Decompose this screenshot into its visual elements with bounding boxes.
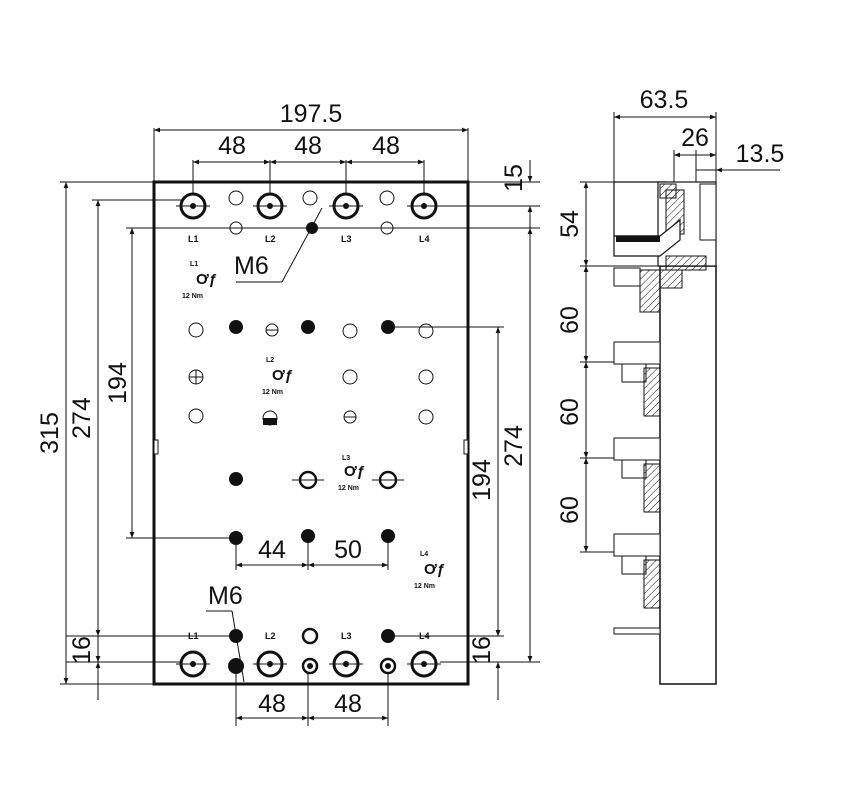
terminal-label-top-l3: L3 <box>341 234 352 244</box>
dim-bottom-right: 16 <box>468 636 496 664</box>
torque-symbol-4: L4 Ơƒ 12 Nm <box>414 551 445 590</box>
dim-rail-b: 13.5 <box>736 140 785 168</box>
dim-left-mount-height: 194 <box>104 362 132 404</box>
dim-side-height-3: 60 <box>556 398 584 426</box>
dim-side-height-1: 54 <box>556 210 584 238</box>
dim-pitch-3: 48 <box>372 132 400 160</box>
svg-text:12 Nm: 12 Nm <box>262 389 283 396</box>
svg-text:L3: L3 <box>342 455 350 462</box>
bottom-terminals <box>176 627 441 678</box>
dim-bottom-pitch-1: 48 <box>258 690 286 718</box>
dim-bottom-left: 16 <box>68 636 96 664</box>
svg-text:Ơƒ: Ơƒ <box>196 271 217 288</box>
svg-text:Ơƒ: Ơƒ <box>344 463 365 480</box>
terminal-label-top-l2: L2 <box>265 234 276 244</box>
dim-hole-spacing-2: 50 <box>334 536 362 564</box>
terminal-label-bottom-l4: L4 <box>419 631 430 641</box>
mounting-holes <box>188 320 434 545</box>
dim-rail-a: 26 <box>681 124 709 152</box>
module-blocks <box>613 267 661 635</box>
base-plate-outline <box>152 180 470 686</box>
dim-right-inner-height: 274 <box>500 425 528 467</box>
torque-symbol-2: L2 Ơƒ 12 Nm <box>262 357 293 396</box>
dim-bottom-pitch-2: 48 <box>334 690 362 718</box>
svg-text:12 Nm: 12 Nm <box>182 293 203 300</box>
dim-hole-spacing-1: 44 <box>258 536 286 564</box>
svg-text:L2: L2 <box>266 357 274 364</box>
front-view: 197.5 48 48 48 15 315 274 194 274 <box>36 100 540 726</box>
dim-right-mount-height: 194 <box>468 459 496 501</box>
side-view: 63.5 26 13.5 <box>556 86 785 685</box>
terminal-label-bottom-l1: L1 <box>188 631 199 641</box>
terminal-label-bottom-l3: L3 <box>341 631 352 641</box>
terminal-label-top-l1: L1 <box>188 234 199 244</box>
dim-pitch-1: 48 <box>218 132 246 160</box>
dim-top-margin: 15 <box>500 164 528 192</box>
dim-pitch-2: 48 <box>294 132 322 160</box>
terminal-label-top-l4: L4 <box>419 234 430 244</box>
svg-text:12 Nm: 12 Nm <box>338 485 359 492</box>
svg-text:L1: L1 <box>190 261 198 268</box>
dim-left-inner-height: 274 <box>68 397 96 439</box>
dim-depth: 63.5 <box>640 86 689 114</box>
svg-text:Ơƒ: Ơƒ <box>272 367 293 384</box>
svg-text:L4: L4 <box>420 551 428 558</box>
top-terminals <box>176 190 441 235</box>
svg-text:Ơƒ: Ơƒ <box>424 561 445 578</box>
dim-side-height-2: 60 <box>556 306 584 334</box>
thread-label-top: M6 <box>234 252 269 280</box>
dim-total-height: 315 <box>36 412 64 454</box>
terminal-label-bottom-l2: L2 <box>265 631 276 641</box>
dim-total-width: 197.5 <box>280 100 343 128</box>
torque-symbol-1: L1 Ơƒ 12 Nm <box>182 261 217 300</box>
side-notch-left <box>153 439 159 455</box>
svg-text:12 Nm: 12 Nm <box>414 583 435 590</box>
torque-symbol-3: L3 Ơƒ 12 Nm <box>338 455 365 492</box>
side-notch-right <box>463 439 469 455</box>
dim-side-height-4: 60 <box>556 496 584 524</box>
side-body <box>659 265 717 685</box>
thread-label-bottom: M6 <box>208 582 243 610</box>
